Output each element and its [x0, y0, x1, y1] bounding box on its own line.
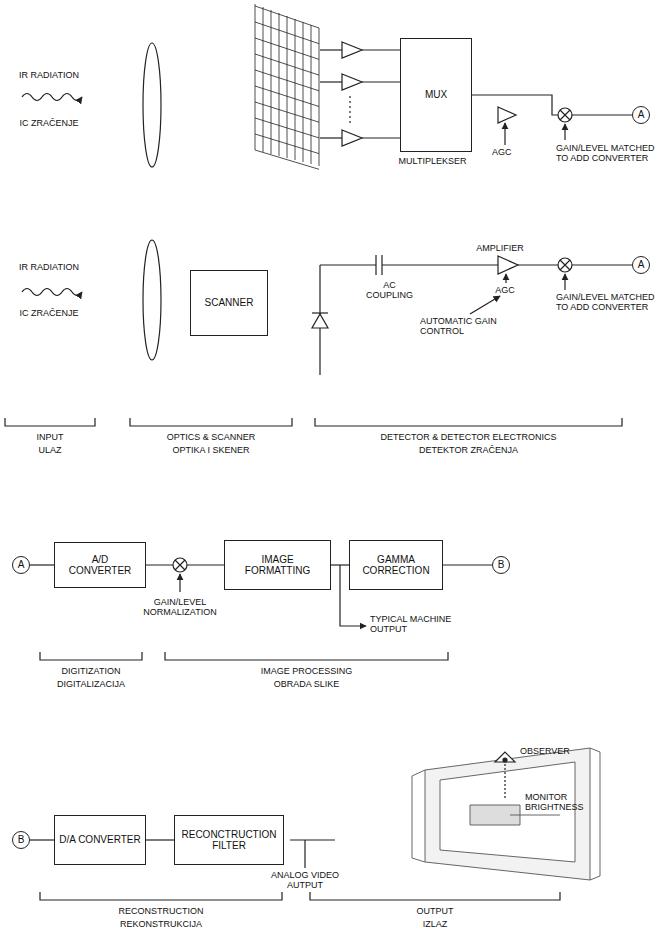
box-text: B: [18, 834, 25, 846]
preamps: [320, 42, 400, 146]
annotation-label: IR RADIATION: [14, 70, 84, 80]
annotation-label: AUTOMATIC GAIN CONTROL: [420, 316, 515, 337]
detector-array: [255, 4, 319, 169]
signal-line: [146, 839, 174, 840]
annotation-label: AGC: [490, 285, 520, 295]
agc-arrow: [504, 123, 505, 145]
connector-circle: B: [12, 831, 30, 849]
annotation-label: IR RADIATION: [14, 262, 84, 272]
process-box: MUX: [400, 38, 472, 152]
observer-eye: [495, 752, 515, 800]
gain-arrow: [179, 574, 180, 592]
lens: [143, 43, 161, 167]
signal-line: [30, 564, 54, 565]
gain-arrow: [564, 124, 565, 140]
video-line: [290, 839, 335, 840]
annotation-label: MULTIPLEKSER: [385, 156, 480, 166]
agc-arrow: [505, 274, 506, 283]
lens: [143, 240, 161, 360]
annotation-label: ULAZ: [5, 445, 95, 455]
multiplier-symbol: [558, 108, 572, 122]
annotation-label: MONITOR BRIGHTNESS: [525, 792, 595, 813]
signal-line: [443, 564, 492, 565]
signal-line: [472, 95, 632, 115]
annotation-label: AGC: [492, 147, 522, 157]
process-box: D/A CONVERTER: [54, 815, 146, 865]
box-text: B: [498, 559, 505, 571]
connector-circle: A: [12, 556, 30, 574]
connector-circle: B: [492, 556, 510, 574]
annotation-label: OPTIKA I SKENER: [130, 445, 292, 455]
annotation-label: DIGITIZATION: [40, 666, 142, 676]
box-text: GAMMA CORRECTION: [354, 554, 438, 577]
ir-wave: [22, 289, 82, 296]
box-text: A: [638, 109, 645, 121]
annotation-label: INPUT: [5, 432, 95, 442]
annotation-label: AMPLIFIER: [470, 243, 530, 253]
process-box: GAMMA CORRECTION: [349, 540, 443, 590]
box-text: MUX: [425, 89, 447, 101]
annotation-label: IZLAZ: [310, 919, 560, 929]
annotation-label: ANALOG VIDEO AUTPUT: [255, 870, 355, 891]
annotation-label: TYPICAL MACHINE OUTPUT: [370, 614, 470, 635]
connector-circle: A: [632, 256, 650, 274]
detector-circuit: [312, 255, 634, 375]
annotation-label: GAIN/LEVEL MATCHED TO ADD CONVERTER: [556, 143, 656, 164]
process-box: SCANNER: [190, 270, 268, 336]
section-brackets: [5, 418, 622, 900]
annotation-label: IC ZRAČENJE: [14, 308, 84, 318]
box-text: SCANNER: [205, 297, 254, 309]
annotation-label: GAIN/LEVEL MATCHED TO ADD CONVERTER: [556, 292, 656, 313]
annotation-label: OPTICS & SCANNER: [130, 432, 292, 442]
agc-leader: [470, 296, 500, 314]
annotation-label: RECONSTRUCTION: [40, 906, 282, 916]
multiplier-symbol: [173, 558, 187, 572]
connector-circle: A: [632, 106, 650, 124]
annotation-label: OUTPUT: [310, 906, 560, 916]
annotation-label: DETEKTOR ZRAČENJA: [315, 445, 622, 455]
process-box: RECONCTRUCTION FILTER: [174, 815, 284, 865]
annotation-label: IMAGE PROCESSING: [165, 666, 448, 676]
annotation-label: DETECTOR & DETECTOR ELECTRONICS: [315, 432, 622, 442]
annotation-label: OBSERVER: [520, 746, 590, 756]
box-text: A: [638, 259, 645, 271]
annotation-label: AC COUPLING: [362, 280, 417, 301]
box-text: A: [18, 559, 25, 571]
monitor: [412, 748, 600, 880]
process-box: A/D CONVERTER: [54, 542, 146, 588]
ir-wave: [22, 94, 82, 101]
annotation-label: GAIN/LEVEL NORMALIZATION: [130, 597, 230, 618]
gain-arrow: [564, 274, 565, 290]
annotation-label: IC ZRAČENJE: [14, 118, 84, 128]
annotation-label: DIGITALIZACIJA: [40, 679, 142, 689]
box-text: A/D CONVERTER: [59, 554, 141, 577]
annotation-label: REKONSTRUKCIJA: [40, 919, 282, 929]
box-text: D/A CONVERTER: [59, 834, 141, 846]
annotation-label: OBRADA SLIKE: [165, 679, 448, 689]
process-box: IMAGE FORMATTING: [224, 540, 331, 590]
box-text: IMAGE FORMATTING: [229, 554, 326, 577]
video-tick: [304, 840, 305, 868]
signal-line: [30, 839, 54, 840]
amplifier-symbol: [498, 107, 516, 123]
box-text: RECONCTRUCTION FILTER: [179, 829, 279, 852]
